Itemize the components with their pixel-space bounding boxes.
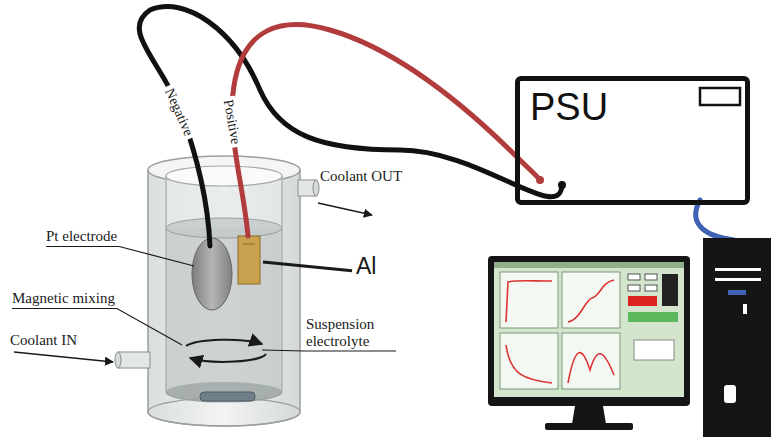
monitor — [562, 272, 620, 328]
psu-details — [536, 176, 544, 184]
monitor — [628, 274, 640, 280]
flow-label: Coolant IN — [10, 332, 77, 349]
computer-tower — [728, 290, 746, 295]
usb-cable — [696, 200, 734, 240]
monitor — [645, 274, 657, 280]
leader-line — [46, 247, 194, 267]
monitor — [645, 285, 657, 291]
monitor — [634, 340, 674, 360]
monitor — [494, 262, 684, 268]
part-label: Suspension electrolyte — [306, 316, 396, 349]
usb-cable — [696, 200, 734, 240]
jacketed-beaker — [148, 170, 300, 426]
pt-electrode — [192, 238, 232, 310]
coolant-nozzle — [118, 352, 150, 368]
monitor — [545, 423, 633, 430]
computer-tower — [743, 304, 747, 314]
part-label: Al — [356, 254, 376, 279]
node-label: PSU — [530, 87, 735, 129]
leader-line — [262, 350, 396, 351]
computer-tower — [715, 278, 761, 281]
monitor — [662, 274, 678, 306]
positive-wire — [232, 24, 540, 236]
flow-label: Coolant OUT — [320, 168, 402, 185]
coolant-nozzle — [313, 180, 319, 196]
al-electrode — [238, 236, 260, 284]
psu-details — [558, 181, 566, 189]
jacketed-beaker — [166, 166, 282, 186]
monitor — [572, 406, 606, 424]
wire-label: Negative — [160, 83, 197, 141]
monitor — [488, 256, 690, 406]
stirring-arrows — [186, 340, 266, 362]
monitor — [568, 353, 614, 383]
computer-tower — [724, 385, 736, 403]
stirring-arrows — [190, 354, 266, 362]
monitor — [628, 285, 640, 291]
negative-wire — [139, 7, 562, 246]
monitor — [506, 281, 552, 322]
part-label: Pt electrode — [46, 228, 117, 245]
positive-wire — [232, 24, 540, 236]
al-electrode — [238, 236, 260, 284]
wire-label: Positive — [220, 95, 244, 148]
jacketed-beaker — [166, 228, 282, 402]
leader-line — [263, 262, 352, 271]
negative-wire — [139, 7, 562, 246]
monitor — [494, 262, 684, 397]
stir-bar — [200, 392, 255, 401]
coolant-nozzle — [115, 180, 319, 368]
coolant-nozzle — [115, 352, 121, 368]
computer-tower — [703, 238, 771, 437]
jacketed-beaker — [148, 398, 300, 426]
monitor — [506, 345, 552, 383]
pt-electrode — [192, 238, 232, 310]
jacketed-beaker — [166, 218, 282, 238]
jacketed-beaker — [166, 382, 282, 402]
coolant-arrow — [318, 203, 372, 215]
monitor — [568, 280, 614, 322]
part-label: Magnetic mixing — [12, 290, 115, 307]
computer-tower — [715, 268, 761, 271]
jacketed-beaker — [166, 176, 282, 402]
jacketed-beaker — [148, 156, 300, 426]
psu-details — [700, 88, 740, 105]
monitor — [500, 272, 558, 328]
monitor — [488, 256, 690, 430]
stirring-arrows — [186, 340, 262, 346]
coolant-arrow — [14, 352, 113, 362]
monitor — [628, 296, 657, 306]
computer-tower — [703, 238, 771, 437]
al-electrode — [243, 244, 255, 245]
psu-box: PSU — [515, 76, 750, 205]
monitor — [562, 333, 620, 389]
monitor — [628, 312, 678, 322]
monitor — [500, 333, 558, 389]
stir-bar — [200, 392, 255, 401]
